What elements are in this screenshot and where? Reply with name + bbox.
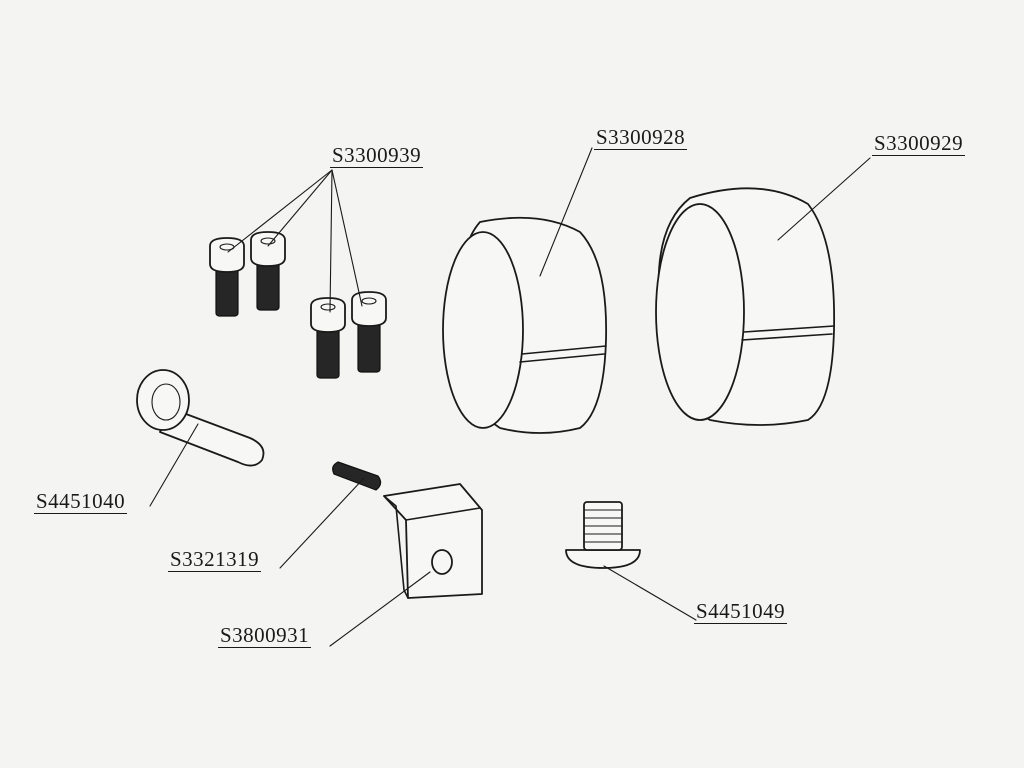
cap-screw-4 <box>351 291 387 373</box>
ring-large <box>655 157 871 426</box>
cap-screw-3 <box>310 297 346 379</box>
label-ring-small: S3300928 <box>594 125 688 150</box>
set-screw <box>279 461 382 569</box>
label-flat-screw: S4451049 <box>694 599 788 624</box>
clamp-block <box>329 483 483 647</box>
cap-screw-1 <box>209 237 245 317</box>
label-long-bolt: S4451040 <box>34 489 128 514</box>
label-set-screw: S3321319 <box>168 547 262 572</box>
cap-screw-leaders <box>227 169 363 313</box>
long-bolt <box>136 369 265 507</box>
label-cap-screws: S3300939 <box>330 143 424 168</box>
flat-head-screw <box>565 501 697 621</box>
label-block: S3800931 <box>218 623 312 648</box>
cap-screw-2 <box>250 231 286 311</box>
label-ring-large: S3300929 <box>872 131 966 156</box>
ring-small <box>442 147 608 434</box>
